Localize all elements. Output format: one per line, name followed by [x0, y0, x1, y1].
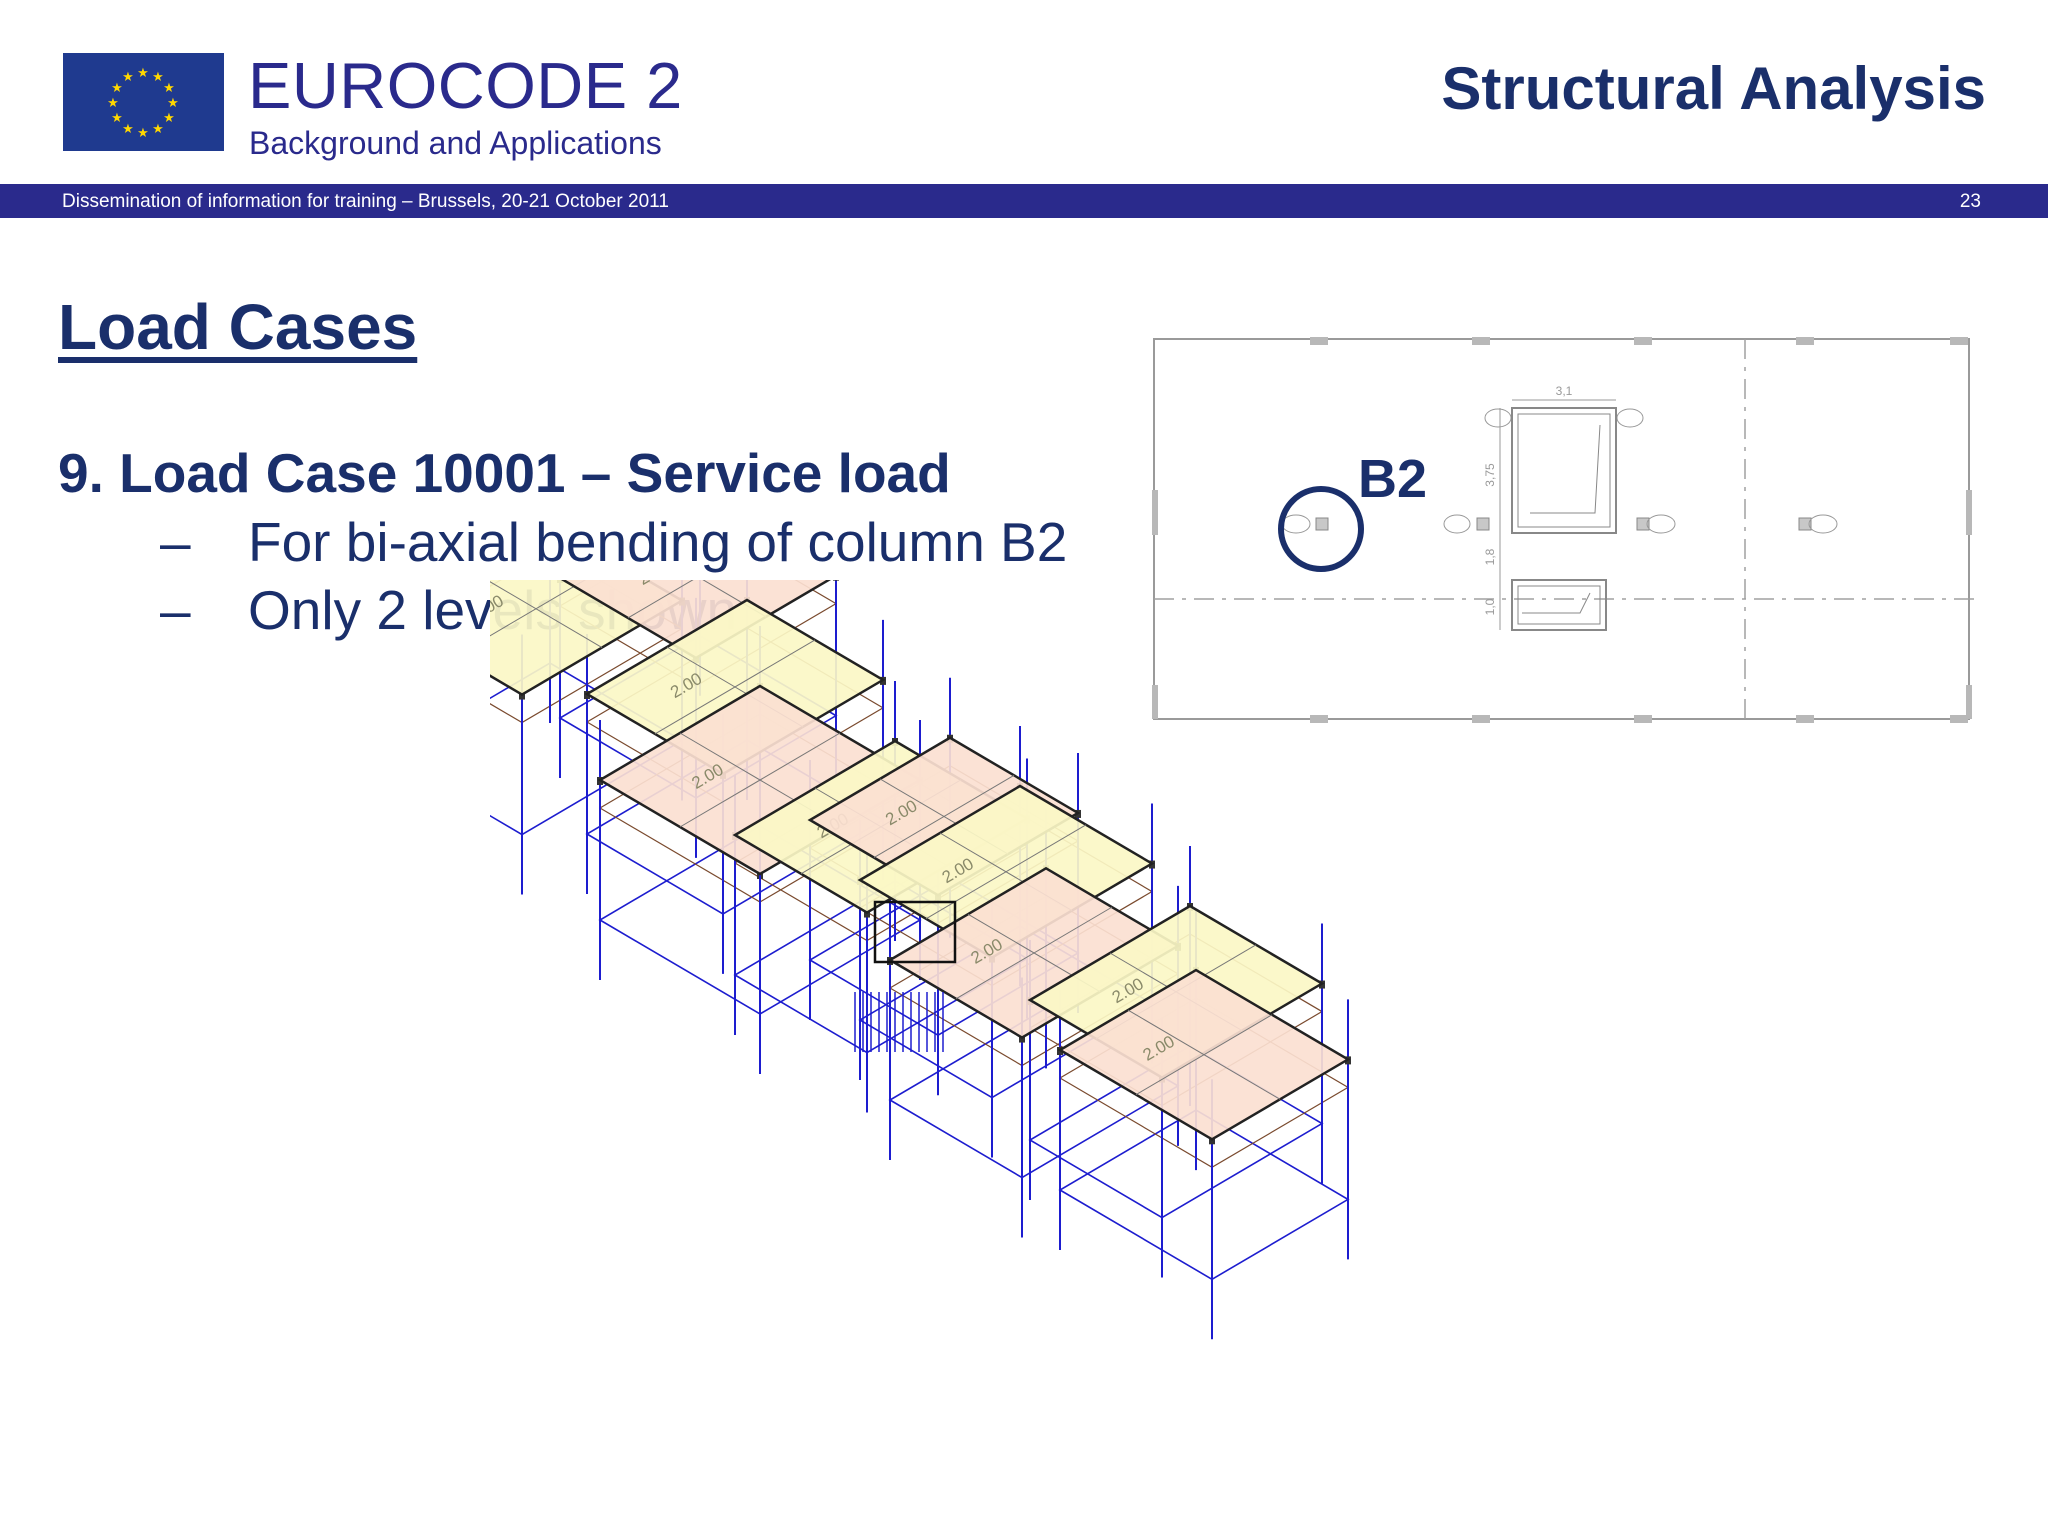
column-node — [833, 580, 839, 581]
svg-text:★: ★ — [163, 81, 175, 96]
section-title: Structural Analysis — [1441, 55, 1986, 122]
dimension-width-label: 3,1 — [1556, 384, 1573, 398]
svg-text:★: ★ — [152, 122, 164, 137]
slab-panel — [560, 580, 832, 660]
svg-text:★: ★ — [107, 96, 119, 111]
slide-title: Load Cases — [58, 291, 418, 363]
structural-3d-model: 2.002.002.002.002.002.002.002.002.002.00 — [490, 580, 1351, 1340]
main-point: 9. Load Case 10001 – Service load — [58, 442, 951, 504]
svg-text:★: ★ — [137, 126, 149, 141]
dimension-height-label: 3,75 — [1483, 463, 1497, 487]
eu-flag-logo: ★ ★ ★ ★ ★ ★ ★ ★ ★ ★ ★ ★ — [63, 53, 224, 151]
core-wall-outline — [873, 900, 957, 964]
svg-text:★: ★ — [111, 81, 123, 96]
core-walls — [854, 900, 957, 1052]
svg-text:★: ★ — [122, 70, 134, 85]
event-info: Dissemination of information for trainin… — [62, 191, 669, 212]
column-tags — [1281, 408, 1838, 534]
bullet-text: For bi-axial bending of column B2 — [248, 511, 1068, 573]
bullet-dash: – — [160, 511, 191, 573]
slab-strip-line — [490, 581, 603, 648]
svg-text:★: ★ — [122, 122, 134, 137]
bullet-dash: – — [160, 579, 191, 641]
column-b2-label: B2 — [1358, 449, 1428, 509]
svg-text:★: ★ — [152, 70, 164, 85]
info-band: Dissemination of information for trainin… — [0, 184, 2048, 218]
dimension-height-label: 1,0 — [1483, 598, 1497, 615]
upper-level-slabs: 2.002.002.002.002.002.002.002.002.002.00 — [490, 580, 1351, 1141]
interior-columns — [1315, 517, 1812, 531]
svg-text:★: ★ — [137, 66, 149, 81]
svg-text:★: ★ — [111, 111, 123, 126]
column-b2-highlight-circle — [1278, 486, 1364, 572]
slab-strip-line — [1127, 1009, 1281, 1100]
page-number: 23 — [1959, 191, 1981, 212]
perimeter-columns — [1152, 337, 1972, 723]
dimension-lines — [1499, 399, 1616, 630]
plan-outline — [1153, 338, 1970, 720]
stair-core — [1511, 407, 1617, 631]
slab-strip-line — [627, 580, 694, 619]
svg-text:★: ★ — [163, 111, 175, 126]
brand-subtitle: Background and Applications — [249, 125, 662, 161]
svg-text:★: ★ — [167, 96, 179, 111]
eu-flag-icon: ★ ★ ★ ★ ★ ★ ★ ★ ★ ★ ★ ★ — [63, 53, 224, 151]
brand-title: EUROCODE 2 — [248, 49, 683, 122]
dimension-height-label: 1,8 — [1483, 548, 1497, 565]
floor-plan-drawing: 3,1 3,75 1,8 1,0 — [1152, 337, 1975, 723]
